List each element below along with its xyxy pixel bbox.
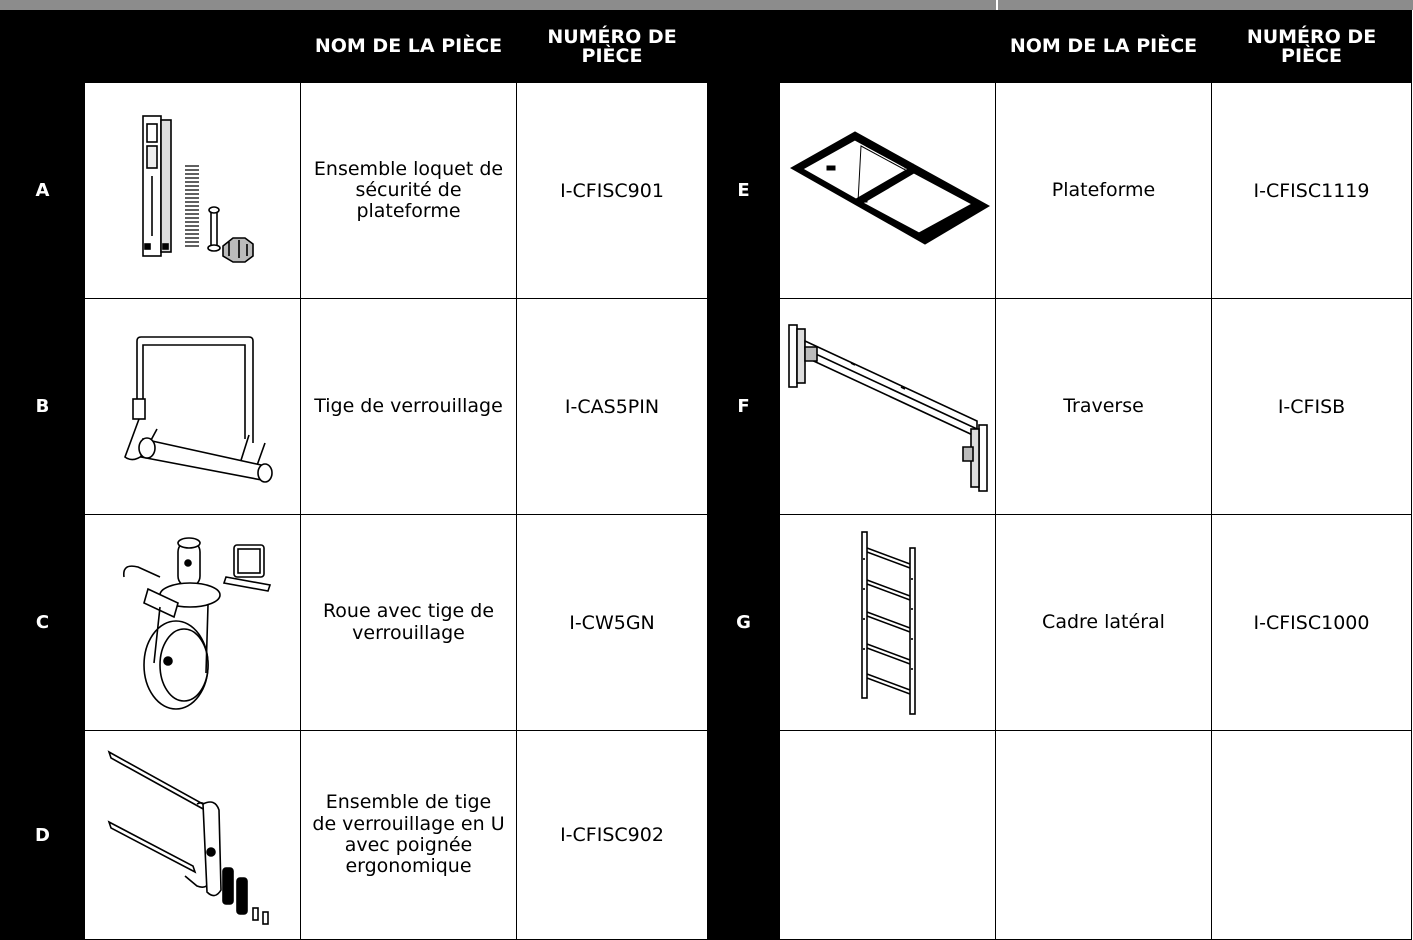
part-image-cell [779, 82, 996, 299]
header-letter-right [707, 10, 780, 83]
part-letter: G [707, 514, 780, 731]
safety-latch-assembly-icon [141, 114, 254, 263]
part-number: I-CFISB [1211, 298, 1412, 515]
part-number-empty [1211, 730, 1412, 940]
header-part-number-line1: NUMÉRO DE [547, 26, 677, 49]
part-letter: A [0, 82, 85, 299]
part-number: I-CFISC902 [516, 730, 708, 940]
part-letter: E [707, 82, 780, 299]
header-part-number-line1: NUMÉRO DE [1246, 26, 1377, 49]
part-image-cell [779, 514, 996, 731]
part-name: Ensemble loquet de sécurité de plateform… [300, 82, 517, 299]
part-letter: F [707, 298, 780, 515]
part-image-cell [84, 298, 301, 515]
part-name-empty [995, 730, 1212, 940]
header-part-name-left: NOM DE LA PIÈCE [300, 10, 517, 83]
part-name: Roue avec tige de verrouillage [300, 514, 517, 731]
part-image-cell [779, 298, 996, 515]
part-image-cell [84, 730, 301, 940]
part-name: Plateforme [995, 82, 1212, 299]
part-image-cell [84, 82, 301, 299]
part-image-cell-empty [779, 730, 996, 940]
table-row: A [0, 82, 1412, 299]
header-letter-left [0, 10, 85, 83]
u-pin-handle-icon [107, 750, 269, 925]
platform-icon [789, 130, 990, 245]
table-row: D Ensemble de tige de verrouillage en U … [0, 730, 1412, 940]
table-row: B Tige de verrouillage I-CAS5PIN F [0, 298, 1412, 515]
header-part-number-line2: PIÈCE [1281, 44, 1342, 67]
part-name: Cadre latéral [995, 514, 1212, 731]
locking-pin-icon [123, 335, 273, 483]
top-bar-right [998, 0, 1413, 10]
part-name: Tige de verrouillage [300, 298, 517, 515]
part-image-cell [84, 514, 301, 731]
part-letter: D [0, 730, 85, 940]
part-name: Traverse [995, 298, 1212, 515]
header-image-right [779, 10, 996, 83]
header-part-name-right: NOM DE LA PIÈCE [995, 10, 1212, 83]
side-frame-icon [860, 530, 916, 715]
top-bar-left [0, 0, 996, 10]
caster-wheel-icon [122, 536, 271, 710]
part-number: I-CFISC1119 [1211, 82, 1412, 299]
part-letter-empty [707, 730, 780, 940]
part-number: I-CAS5PIN [516, 298, 708, 515]
part-number: I-CFISC901 [516, 82, 708, 299]
header-part-number-line2: PIÈCE [581, 44, 643, 67]
part-letter: C [0, 514, 85, 731]
part-letter: B [0, 298, 85, 515]
part-number: I-CFISC1000 [1211, 514, 1412, 731]
part-number: I-CW5GN [516, 514, 708, 731]
header-image-left [84, 10, 301, 83]
part-name: Ensemble de tige de verrouillage en U av… [300, 730, 517, 940]
table-row: C Roue avec tige de [0, 514, 1412, 731]
crossbar-icon [787, 323, 988, 492]
